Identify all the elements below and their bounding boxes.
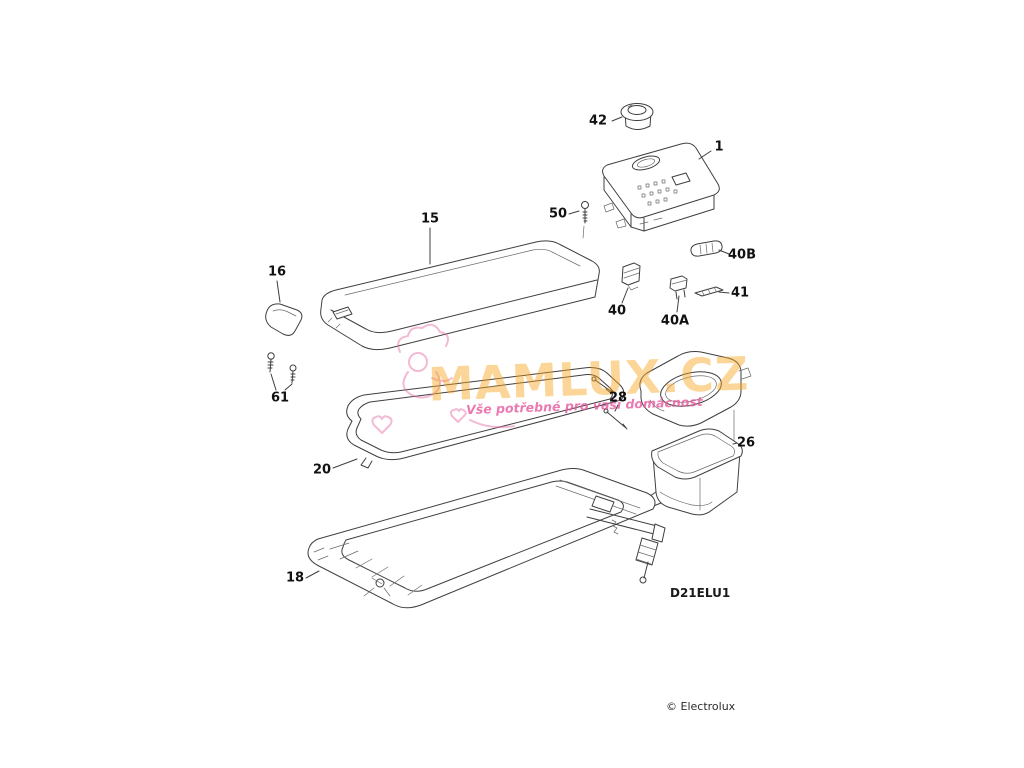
leader-line-50 — [568, 210, 580, 215]
leader-line-16 — [276, 280, 281, 303]
button-40b-drawing — [690, 240, 723, 257]
leader-line-28 — [605, 388, 613, 395]
gasket-20-drawing — [346, 367, 625, 469]
screw-50-drawing — [581, 201, 589, 239]
copyright-text: © Electrolux — [666, 700, 736, 713]
leader-line-41 — [718, 291, 730, 294]
leader-line-61 — [284, 383, 293, 391]
leader-line-1 — [698, 150, 712, 160]
leader-line-18 — [305, 570, 320, 579]
knob-42-drawing — [620, 103, 654, 130]
button-40-drawing — [621, 262, 641, 291]
button-40a-drawing — [669, 275, 688, 300]
leader-line-61 — [270, 373, 277, 391]
corner-cap-16-drawing — [265, 303, 303, 336]
leader-lines — [270, 116, 738, 579]
frame-18-drawing — [307, 468, 666, 609]
dispenser-26-upper-drawing — [639, 351, 752, 427]
button-41-drawing — [694, 286, 724, 297]
hinge-pins-28-drawing — [591, 376, 628, 430]
leader-line-40A — [676, 295, 680, 313]
dispenser-26-lower-drawing — [646, 428, 743, 516]
lid-15-drawing — [320, 240, 600, 351]
diagram-code: D21ELU1 — [670, 586, 731, 600]
leader-line-40B — [718, 249, 730, 255]
leader-line-28 — [614, 404, 619, 412]
watermark-doodle-graphics — [371, 323, 515, 434]
screws-61-drawing — [267, 352, 297, 384]
leader-line-20 — [332, 458, 358, 469]
control-panel-1-drawing — [602, 142, 720, 232]
leader-line-26 — [732, 442, 738, 445]
leader-line-40 — [621, 287, 629, 304]
leader-line-42 — [611, 116, 623, 122]
